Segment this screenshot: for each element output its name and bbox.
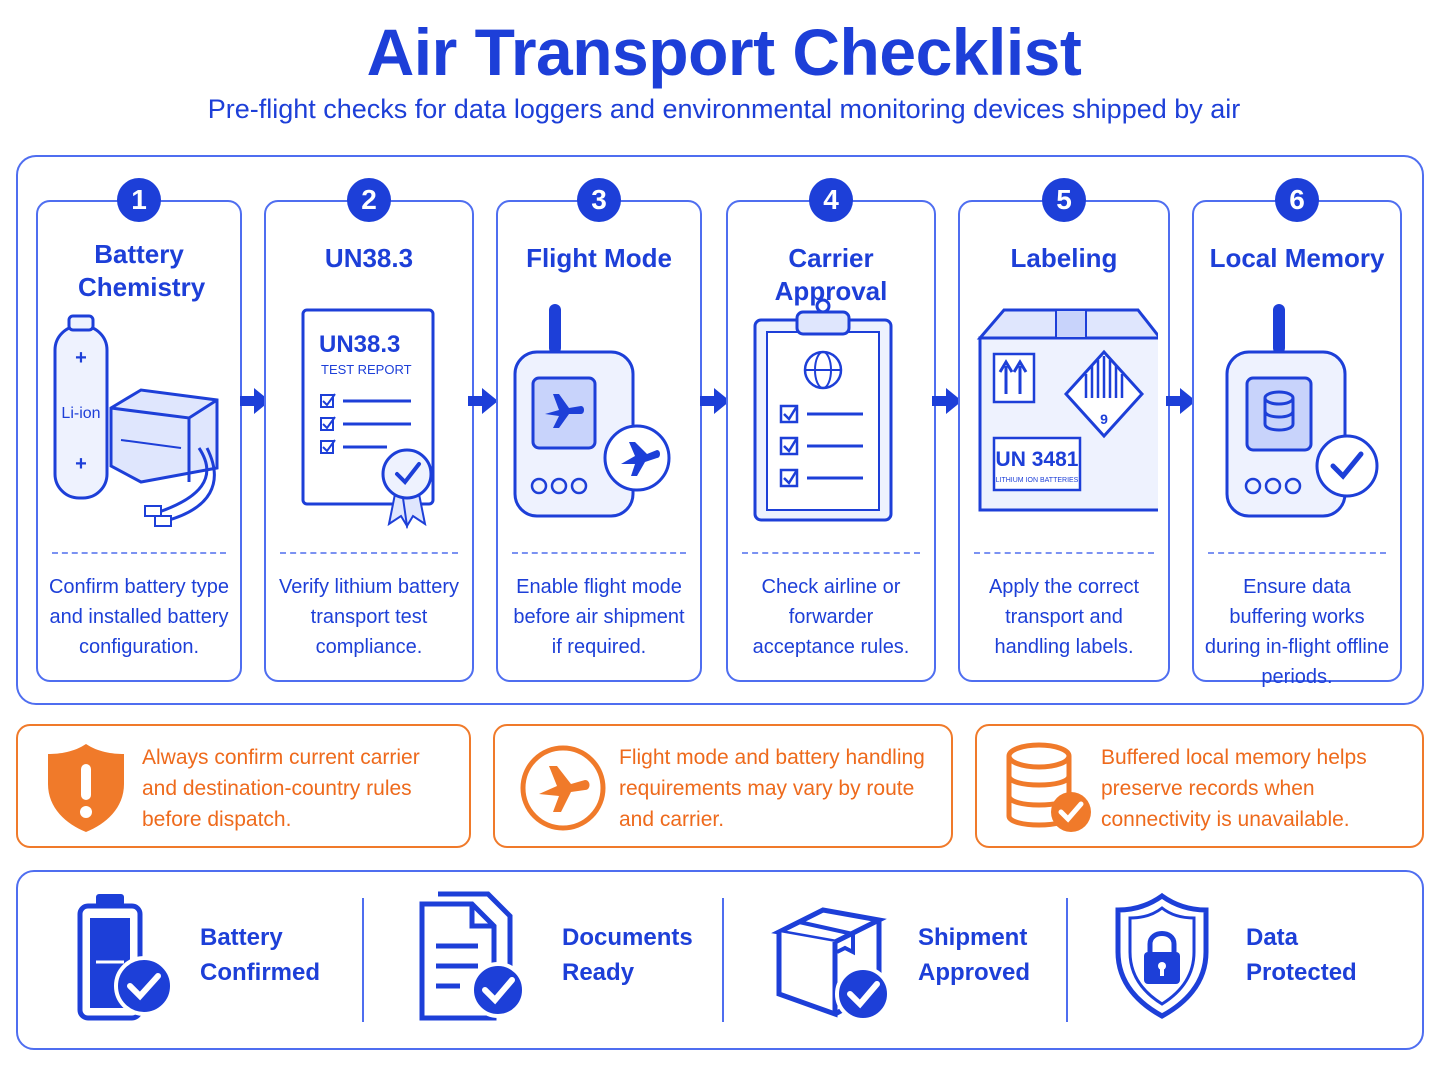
step-title: Battery Chemistry <box>78 239 206 302</box>
status-label-line1: Data <box>1246 924 1299 951</box>
flow-arrow-icon <box>932 388 962 414</box>
note-text: Buffered local memory helps preserve rec… <box>1101 746 1367 831</box>
status-panel <box>16 870 1424 1050</box>
labeled-box-icon: 9 UN 3481 LITHIUM ION BATTERIES <box>976 308 1158 512</box>
status-divider <box>1066 898 1068 1022</box>
dashed-divider <box>512 552 686 554</box>
documents-check-icon <box>419 891 526 1021</box>
dashed-divider <box>742 552 920 554</box>
shield-lock-icon <box>1115 892 1209 1019</box>
status-label-line2: Protected <box>1246 959 1357 986</box>
note-card-flight-mode: Flight mode and battery handling require… <box>493 724 953 848</box>
step-title: Local Memory <box>1209 243 1385 273</box>
dashed-divider <box>280 552 458 554</box>
dashed-divider <box>52 552 226 554</box>
svg-text:+: + <box>75 453 87 475</box>
flow-arrow-icon <box>1166 388 1196 414</box>
step-number-badge: 6 <box>1275 178 1319 222</box>
status-label: Documents Ready <box>562 920 693 990</box>
step-card-labeling: 5 Labeling 9 UN 3481 LITHIUM ION BATTERI… <box>958 178 1170 682</box>
steps-panel <box>16 155 1424 705</box>
report-subtitle-label: TEST REPORT <box>321 362 412 377</box>
status-label: Shipment Approved <box>918 920 1030 990</box>
note-text: Flight mode and battery handling require… <box>619 746 925 831</box>
battery-cell-label: Li-ion <box>61 405 100 422</box>
step-description: Ensure data buffering works during in-fl… <box>1204 576 1390 688</box>
step-card-carrier-approval: 4 Carrier Approval Check airline or forw… <box>726 178 936 682</box>
test-report-icon: UN38.3 TEST REPORT <box>301 308 435 529</box>
status-label-line1: Documents <box>562 924 693 951</box>
step-title: Flight Mode <box>526 243 672 273</box>
report-title-label: UN38.3 <box>319 331 400 358</box>
dashed-divider <box>974 552 1154 554</box>
un-label-caption: LITHIUM ION BATTERIES <box>996 477 1079 484</box>
hazard-class-label: 9 <box>1100 411 1108 427</box>
dashed-divider <box>1208 552 1386 554</box>
status-label-line2: Approved <box>918 959 1031 986</box>
status-divider <box>722 898 724 1022</box>
step-number-badge: 5 <box>1042 178 1086 222</box>
note-card-local-memory: Buffered local memory helps preserve rec… <box>975 724 1424 848</box>
step-number-badge: 2 <box>347 178 391 222</box>
step-title: UN38.3 <box>324 243 414 273</box>
step-description: Verify lithium battery transport test co… <box>278 576 460 658</box>
step-title: Labeling <box>1010 243 1118 273</box>
status-documents-ready: Documents Ready <box>416 890 706 1030</box>
status-shipment-approved: Shipment Approved <box>766 890 1056 1030</box>
airplane-circle-icon <box>520 745 606 831</box>
box-check-icon <box>771 907 890 1022</box>
step-description: Confirm battery type and installed batte… <box>48 576 230 658</box>
clipboard-checklist-icon <box>753 298 893 522</box>
page-title: Air Transport Checklist <box>366 15 1082 89</box>
flow-arrow-icon <box>700 388 730 414</box>
battery-pack-icon: + Li-ion + <box>53 314 219 527</box>
step-card-battery-chemistry: 1 Battery Chemistry + Li-ion + Confirm b… <box>36 178 242 682</box>
logger-memory-icon <box>1225 304 1379 518</box>
step-description: Enable flight mode before air shipment i… <box>513 576 685 658</box>
battery-check-icon <box>77 894 174 1021</box>
step-number-badge: 3 <box>577 178 621 222</box>
status-label-line2: Confirmed <box>200 959 320 986</box>
step-description: Apply the correct transport and handling… <box>988 576 1140 658</box>
step-description: Check airline or forwarder acceptance ru… <box>752 576 910 658</box>
step-number-badge: 4 <box>809 178 853 222</box>
note-card-carrier-rules: Always confirm current carrier and desti… <box>16 724 471 848</box>
step-card-local-memory: 6 Local Memory Ensure data buffering wor… <box>1192 178 1402 688</box>
shield-warning-icon <box>48 744 124 832</box>
status-label: Battery Confirmed <box>200 920 320 990</box>
un-number-label: UN 3481 <box>996 448 1079 471</box>
status-label: Data Protected <box>1246 920 1357 990</box>
note-text: Always confirm current carrier and desti… <box>142 746 420 831</box>
database-check-icon <box>1006 742 1091 832</box>
step-card-flight-mode: 3 Flight Mode Enable flight mode before … <box>496 178 702 682</box>
status-battery-confirmed: Battery Confirmed <box>74 890 344 1030</box>
status-label-line1: Shipment <box>918 924 1028 951</box>
flow-arrow-icon <box>240 388 270 414</box>
page-subtitle: Pre-flight checks for data loggers and e… <box>207 94 1241 124</box>
step-number-badge: 1 <box>117 178 161 222</box>
step-card-un383: 2 UN38.3 UN38.3 TEST REPORT Verify lithi… <box>264 178 474 682</box>
status-label-line2: Ready <box>562 959 635 986</box>
status-divider <box>362 898 364 1022</box>
svg-text:+: + <box>75 347 87 369</box>
status-label-line1: Battery <box>200 924 283 951</box>
step-title: Carrier Approval <box>774 243 888 306</box>
status-data-protected: Data Protected <box>1112 890 1402 1030</box>
flow-arrow-icon <box>468 388 498 414</box>
logger-flight-mode-icon <box>513 304 671 518</box>
